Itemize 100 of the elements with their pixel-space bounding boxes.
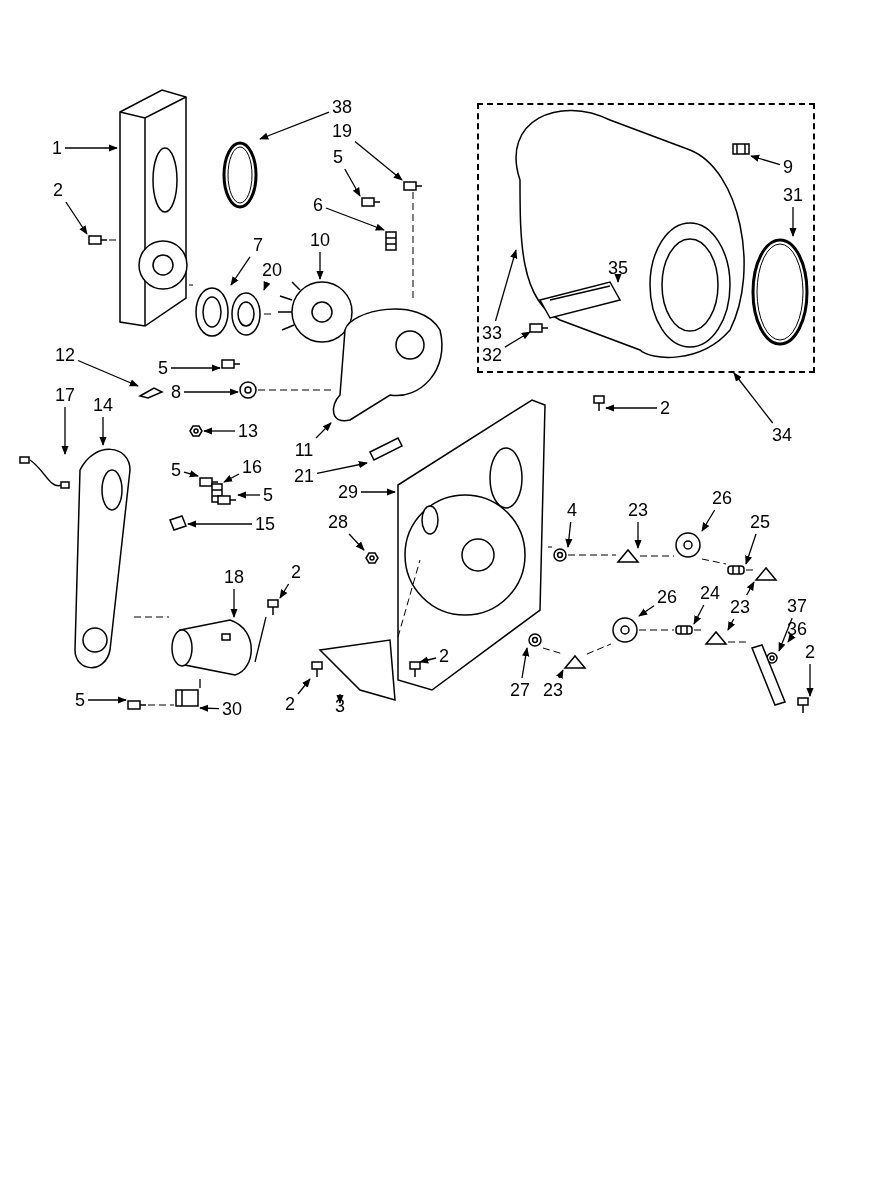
callout-number: 25 <box>750 513 770 531</box>
callout-number: 26 <box>712 489 732 507</box>
leader-line <box>354 140 403 181</box>
clip-icon <box>563 654 587 670</box>
callout-number: 6 <box>313 196 323 214</box>
leader-line <box>634 521 642 549</box>
bar-icon <box>367 435 405 463</box>
clip-icon <box>754 566 778 582</box>
assembly-line <box>199 678 201 689</box>
callout-number: 23 <box>628 501 648 519</box>
shaft-icon <box>674 624 694 636</box>
leader-line <box>701 509 716 532</box>
callout-number: 38 <box>332 98 352 116</box>
callout-number: 20 <box>262 261 282 279</box>
leader-line <box>789 206 797 237</box>
leader-line <box>99 416 107 446</box>
leader-line <box>316 461 368 474</box>
roller-icon <box>674 531 702 559</box>
leader-line <box>325 207 385 231</box>
assembly-line <box>188 284 194 286</box>
leader-line <box>348 533 365 551</box>
bar-drawing <box>749 642 788 708</box>
assembly-line <box>745 569 755 571</box>
leader-line <box>638 605 655 617</box>
screw-icon <box>530 324 548 332</box>
leader-line <box>614 273 622 283</box>
panel-drawing <box>117 87 189 329</box>
leader-line <box>565 521 573 548</box>
callout-number: 30 <box>222 700 242 718</box>
assembly-line <box>397 559 421 638</box>
callout-number: 15 <box>255 515 275 533</box>
leader-line <box>419 656 437 664</box>
callout-number: 31 <box>783 186 803 204</box>
callout-number: 17 <box>55 386 75 404</box>
leader-line <box>77 359 139 387</box>
callout-number: 13 <box>238 422 258 440</box>
leader-line <box>263 281 271 291</box>
leader-line <box>556 669 564 679</box>
screw-icon <box>126 699 148 711</box>
cap-icon <box>238 380 258 400</box>
leader-line <box>727 618 735 631</box>
clip-icon <box>704 630 728 646</box>
callout-number: 5 <box>263 486 273 504</box>
screw-icon <box>360 196 382 208</box>
assembly-line <box>586 643 612 655</box>
leader-line <box>605 404 658 412</box>
callout-number: 18 <box>224 568 244 586</box>
callout-number: 14 <box>93 396 113 414</box>
callout-number: 36 <box>787 620 807 638</box>
screw-icon <box>410 662 420 677</box>
washer-icon <box>527 632 543 648</box>
leader-line <box>237 491 261 499</box>
leader-line <box>778 617 793 652</box>
screw-icon <box>198 476 220 488</box>
callout-number: 9 <box>783 158 793 176</box>
callout-number: 5 <box>158 359 168 377</box>
callout-number: 2 <box>53 181 63 199</box>
washer-icon <box>552 547 568 563</box>
pulley-drawing <box>193 285 231 339</box>
callout-number: 5 <box>75 691 85 709</box>
callout-number: 2 <box>285 695 295 713</box>
ring-drawing <box>749 236 811 348</box>
callout-number: 2 <box>291 563 301 581</box>
leader-line <box>733 372 774 424</box>
leader-line <box>693 604 705 625</box>
screw-icon <box>220 358 242 370</box>
callout-number: 5 <box>171 461 181 479</box>
baffle-drawing <box>540 282 620 318</box>
leader-line <box>297 678 311 695</box>
leader-line <box>746 581 755 596</box>
leader-line <box>745 533 757 565</box>
nut-icon <box>364 550 380 566</box>
callout-number: 37 <box>787 597 807 615</box>
screw-icon <box>796 696 810 715</box>
callout-number: 28 <box>328 513 348 531</box>
assembly-line <box>547 546 553 548</box>
leader-line <box>259 111 330 140</box>
callout-number: 24 <box>700 584 720 602</box>
callout-number: 10 <box>310 231 330 249</box>
callout-number: 12 <box>55 346 75 364</box>
fan-drawing <box>275 279 355 345</box>
assembly-line <box>639 555 675 557</box>
callout-number: 3 <box>335 697 345 715</box>
screw-icon <box>592 394 606 413</box>
bearing-drawing <box>229 290 264 338</box>
leader-line <box>336 693 344 704</box>
assembly-line <box>257 389 332 391</box>
leader-line <box>230 588 238 618</box>
leader-line <box>199 704 220 712</box>
callout-number: 5 <box>333 148 343 166</box>
clip-icon <box>731 142 751 156</box>
leader-line <box>521 647 530 679</box>
leader-line <box>360 488 396 496</box>
leader-line <box>187 520 253 528</box>
callout-number: 16 <box>242 458 262 476</box>
assembly-line <box>108 239 118 241</box>
leader-line <box>787 633 796 643</box>
screw-icon <box>310 660 324 679</box>
leader-line <box>230 256 251 286</box>
callout-number: 4 <box>567 501 577 519</box>
